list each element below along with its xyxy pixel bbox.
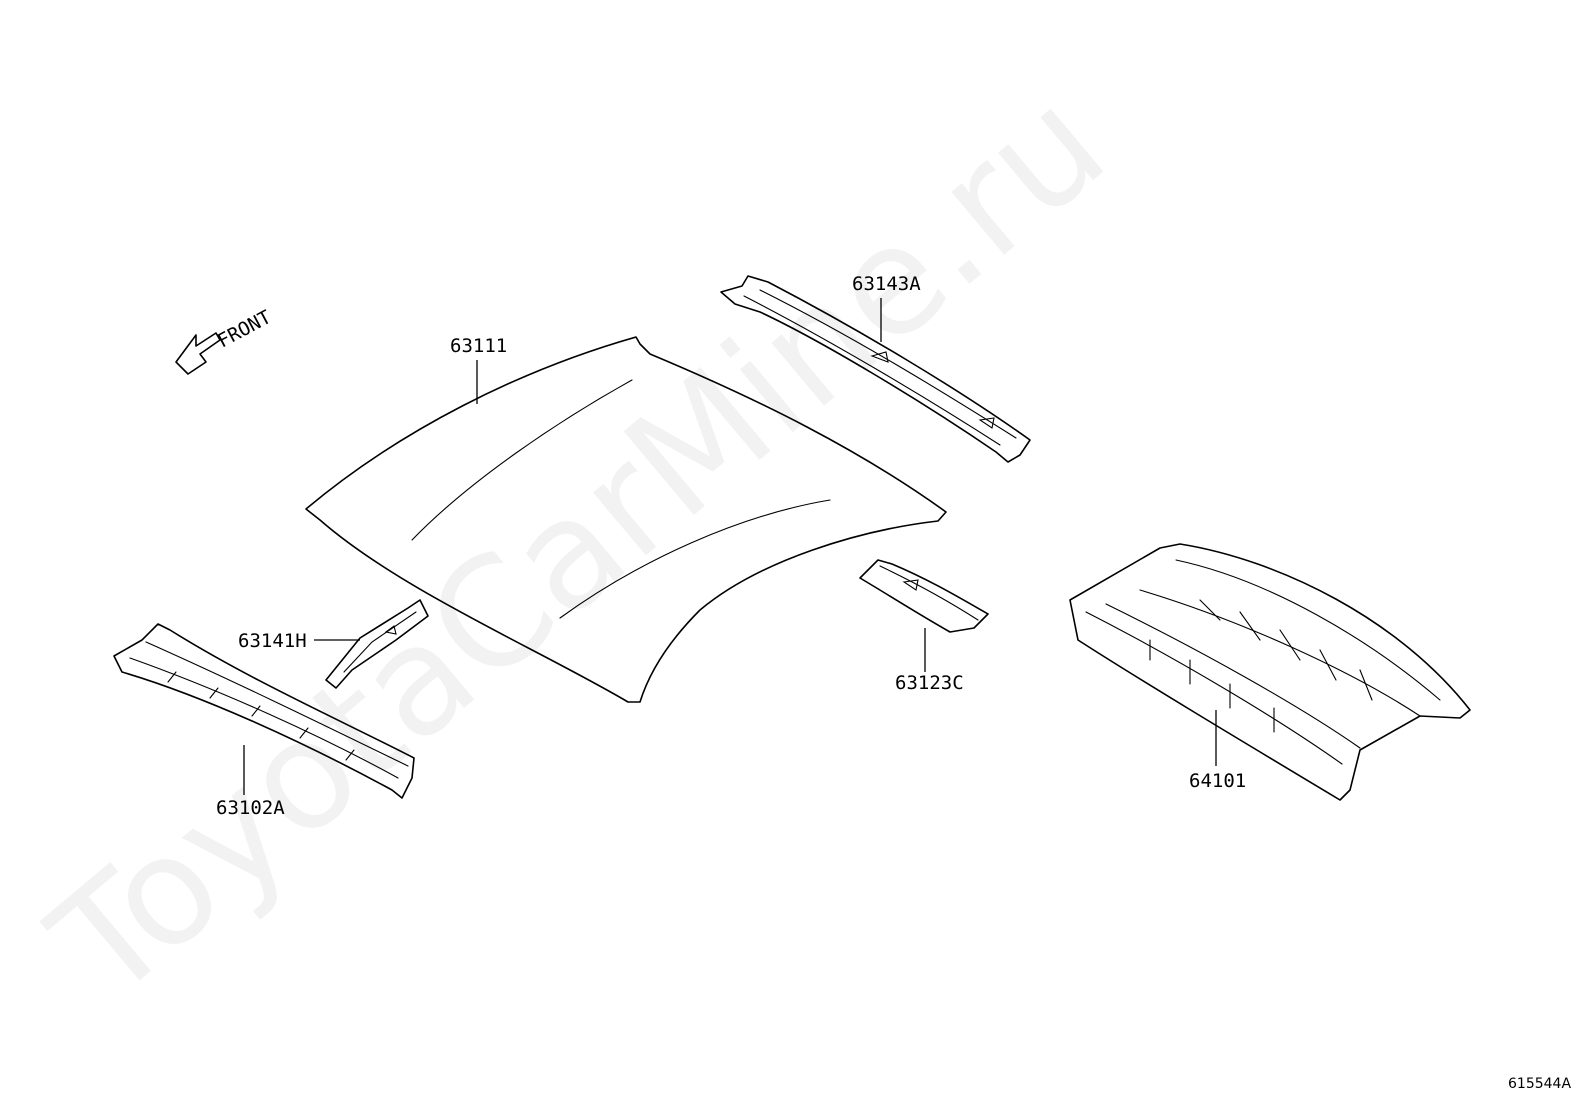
part-number-63143A[interactable]: 63143A (852, 273, 921, 295)
roof-reinforcement-center[interactable] (325, 599, 429, 689)
windshield-header-panel[interactable] (113, 623, 415, 799)
roof-rail-rear[interactable] (720, 275, 1031, 463)
roof-panel[interactable] (305, 336, 947, 703)
watermark: ToyotaCarMine.ru (21, 57, 1137, 1033)
roof-reinforcement-rear[interactable] (859, 559, 989, 633)
diagram-code: 615544A (1508, 1076, 1571, 1092)
part-number-63111[interactable]: 63111 (450, 335, 507, 357)
rear-package-tray-panel[interactable] (1069, 543, 1471, 801)
part-number-63141H[interactable]: 63141H (238, 630, 307, 652)
front-label: FRONT (214, 306, 275, 352)
part-number-63102A[interactable]: 63102A (216, 797, 285, 819)
front-arrow-icon (175, 332, 221, 375)
part-number-64101[interactable]: 64101 (1189, 770, 1246, 792)
part-number-63123C[interactable]: 63123C (895, 672, 964, 694)
